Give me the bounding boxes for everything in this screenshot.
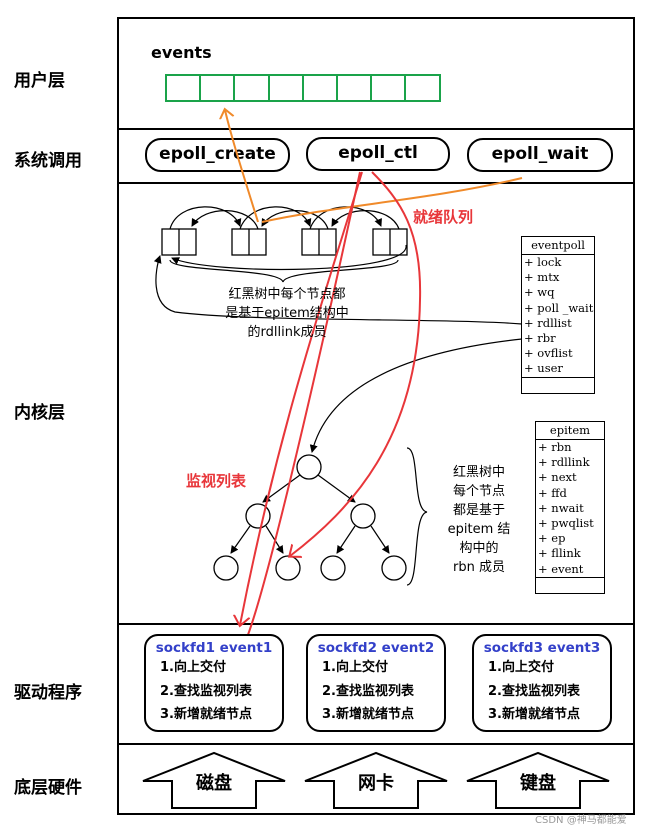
epitem-field: + ffd — [538, 485, 567, 500]
monitor-list-label: 监视列表 — [186, 472, 247, 490]
eventpoll-field: + ovflist — [524, 346, 573, 361]
eventpoll-field: + rbr — [524, 330, 556, 345]
epitem-field: + pwqlist — [538, 515, 594, 530]
eventpoll-field: + lock — [524, 255, 562, 269]
driver-box-sockfd2[interactable]: sockfd2 event2 1.向上交付 2.查找监视列表 3.新增就绪节点 — [306, 634, 446, 732]
ready-list-label: 就绪队列 — [413, 208, 474, 226]
events-array — [165, 74, 441, 102]
keyboard-arrow-icon — [466, 751, 610, 809]
rb-note-top: 红黑树中每个节点都 是基于epitem结构中 的rdllink成员 — [225, 287, 349, 340]
driver-box-sockfd1[interactable]: sockfd1 event1 1.向上交付 2.查找监视列表 3.新增就绪节点 — [144, 634, 284, 732]
driver-step: 1.向上交付 — [160, 660, 226, 675]
layer-label-user: 用户层 — [14, 71, 65, 91]
epitem-field: + fllink — [538, 546, 581, 561]
driver-step: 3.新增就绪节点 — [160, 707, 252, 722]
driver-box-sockfd3[interactable]: sockfd3 event3 1.向上交付 2.查找监视列表 3.新增就绪节点 — [472, 634, 612, 732]
driver-step: 2.查找监视列表 — [322, 683, 414, 699]
layer-label-driver: 驱动程序 — [14, 683, 82, 703]
driver-step: 1.向上交付 — [488, 660, 554, 675]
hardware-nic[interactable]: 网卡 — [358, 773, 394, 794]
epitem-field: + event — [538, 561, 584, 576]
driver-step: 2.查找监视列表 — [160, 683, 252, 699]
eventpoll-field: + mtx — [524, 270, 560, 285]
epoll-wait-button[interactable]: epoll_wait — [467, 138, 613, 172]
epitem-field: + rdllink — [538, 455, 590, 470]
eventpoll-field: + user — [524, 361, 563, 376]
rb-tree-nodes — [213, 454, 407, 581]
epitem-struct: epitem + rbn + rdllink + next + ffd + nw… — [535, 421, 605, 594]
eventpoll-title: eventpoll — [522, 237, 594, 255]
eventpoll-field: + poll _wait — [524, 300, 594, 315]
eventpoll-field: + wq — [524, 285, 555, 300]
epitem-field: + rbn — [538, 440, 572, 454]
eventpoll-field: + rdllist — [524, 315, 572, 330]
disk-arrow-icon — [142, 751, 286, 809]
rb-note-right: 红黑树中 每个节点 都是基于 epitem 结 构中的 rbn 成员 — [447, 465, 511, 575]
events-label: events — [151, 43, 212, 62]
epitem-title: epitem — [536, 422, 604, 440]
hardware-layer-frame — [117, 743, 635, 815]
layer-label-syscall: 系统调用 — [14, 151, 82, 171]
ready-list-nodes — [161, 228, 408, 256]
epitem-field: + ep — [538, 531, 566, 546]
epitem-field: + next — [538, 470, 577, 485]
driver-step: 1.向上交付 — [322, 660, 388, 675]
nic-arrow-icon — [304, 751, 448, 809]
driver-title: sockfd3 event3 — [483, 640, 601, 656]
epitem-field: + nwait — [538, 500, 584, 515]
driver-step: 3.新增就绪节点 — [488, 707, 580, 722]
watermark: CSDN @神马都能爱 — [535, 815, 627, 826]
epoll-ctl-button[interactable]: epoll_ctl — [306, 137, 450, 171]
driver-title: sockfd1 event1 — [155, 640, 273, 656]
hardware-keyboard[interactable]: 键盘 — [520, 773, 556, 794]
eventpoll-struct: eventpoll + lock + mtx + wq + poll _wait… — [521, 236, 595, 394]
driver-title: sockfd2 event2 — [317, 640, 435, 656]
hardware-disk[interactable]: 磁盘 — [196, 773, 232, 794]
layer-label-hardware: 底层硬件 — [14, 778, 82, 798]
epoll-create-button[interactable]: epoll_create — [145, 138, 290, 172]
layer-label-kernel: 内核层 — [14, 403, 65, 423]
driver-step: 3.新增就绪节点 — [322, 707, 414, 722]
driver-step: 2.查找监视列表 — [488, 683, 580, 699]
